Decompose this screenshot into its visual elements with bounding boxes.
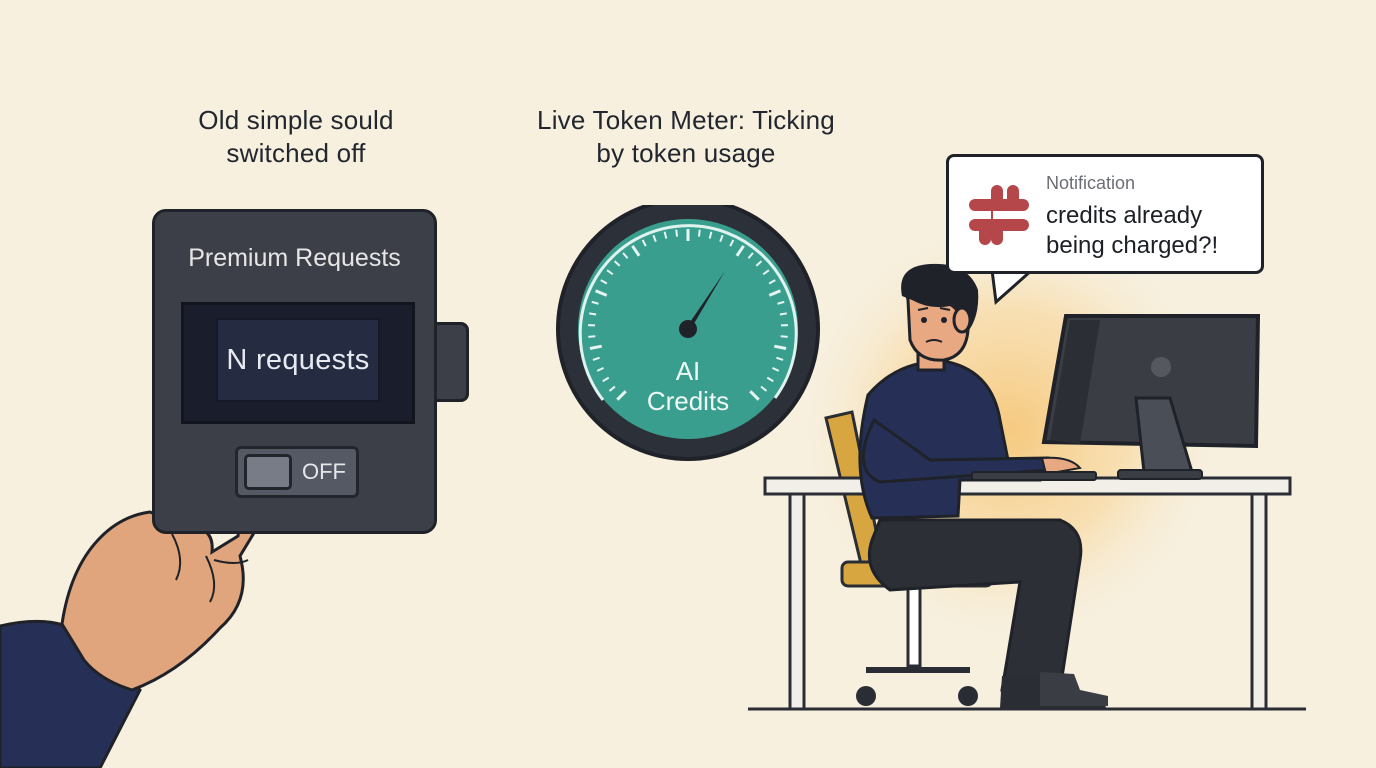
- gauge-tick: [631, 245, 641, 257]
- gauge-tick: [595, 289, 608, 297]
- gauge-tick: [602, 376, 610, 383]
- gauge-tick: [774, 344, 787, 350]
- gauge-tick: [606, 269, 614, 276]
- notification-bubble[interactable]: Notification credits already being charg…: [946, 154, 1264, 274]
- off-switch[interactable]: OFF: [235, 446, 359, 498]
- premium-requests-device: Premium Requests N requests OFF: [152, 209, 437, 534]
- gauge-tick: [766, 376, 774, 383]
- device-screen: N requests: [181, 302, 415, 424]
- slack-icon: [969, 185, 1029, 245]
- gauge-tick: [735, 245, 745, 257]
- gauge-pivot: [679, 320, 697, 338]
- gauge-tick: [755, 260, 763, 267]
- device-side-tab: [437, 322, 469, 402]
- gauge-tick: [663, 231, 668, 239]
- gauge-tick: [589, 312, 597, 316]
- gauge-tick: [652, 234, 657, 243]
- gauge-tick: [772, 367, 780, 372]
- gauge-arc: [578, 224, 798, 401]
- gauge-label: AI Credits: [598, 356, 778, 416]
- gauge-tick: [768, 289, 781, 297]
- gauge-tick: [760, 385, 768, 392]
- gauge-tick: [780, 335, 788, 338]
- switch-knob[interactable]: [244, 454, 292, 490]
- gauge-tick: [591, 300, 599, 305]
- gauge-tick: [749, 390, 760, 401]
- gauge-tick: [589, 344, 602, 350]
- device-display: N requests: [216, 318, 380, 402]
- notification-label: Notification: [1046, 173, 1136, 193]
- gauge-label-credits: Credits: [646, 386, 730, 416]
- gauge-tick: [762, 269, 770, 276]
- gauge-tick: [779, 312, 787, 316]
- gauge-tick: [777, 300, 785, 305]
- gauge-tick: [697, 229, 701, 237]
- bubble-tail: [990, 270, 1033, 306]
- gauge-tick: [719, 234, 724, 243]
- gauge-tick: [613, 260, 621, 267]
- gauge-tick: [600, 279, 608, 285]
- gauge-tick: [675, 229, 679, 237]
- gauge-tick: [622, 252, 629, 259]
- gauge-tick: [596, 367, 604, 372]
- gauge-tick: [616, 390, 627, 401]
- computer-monitor: [1041, 314, 1261, 480]
- notification-message: credits already being charged?!: [1046, 202, 1219, 259]
- ai-credits-gauge: [556, 205, 820, 461]
- gauge-ticks: [588, 229, 788, 401]
- gauge-needle: [684, 271, 725, 331]
- gauge-tick: [608, 385, 616, 392]
- gauge-tick: [592, 356, 600, 361]
- device-title: Premium Requests: [188, 244, 401, 272]
- gauge-tick: [768, 279, 776, 285]
- keyboard: [971, 471, 1097, 481]
- requests-count: N requests: [226, 343, 370, 376]
- old-plan-caption: Old simple sould switched off: [198, 105, 394, 168]
- token-meter-caption: Live Token Meter: Ticking by token usage: [537, 105, 835, 168]
- gauge-tick: [747, 252, 754, 259]
- gauge-tick: [588, 335, 596, 338]
- worried-person: [858, 263, 1108, 708]
- gauge-tick: [729, 239, 735, 247]
- gauge-label-ai: AI: [675, 356, 701, 386]
- switch-label: OFF: [302, 459, 346, 484]
- gauge-tick: [776, 356, 784, 361]
- gauge-tick: [641, 239, 647, 247]
- gauge-tick: [708, 231, 713, 239]
